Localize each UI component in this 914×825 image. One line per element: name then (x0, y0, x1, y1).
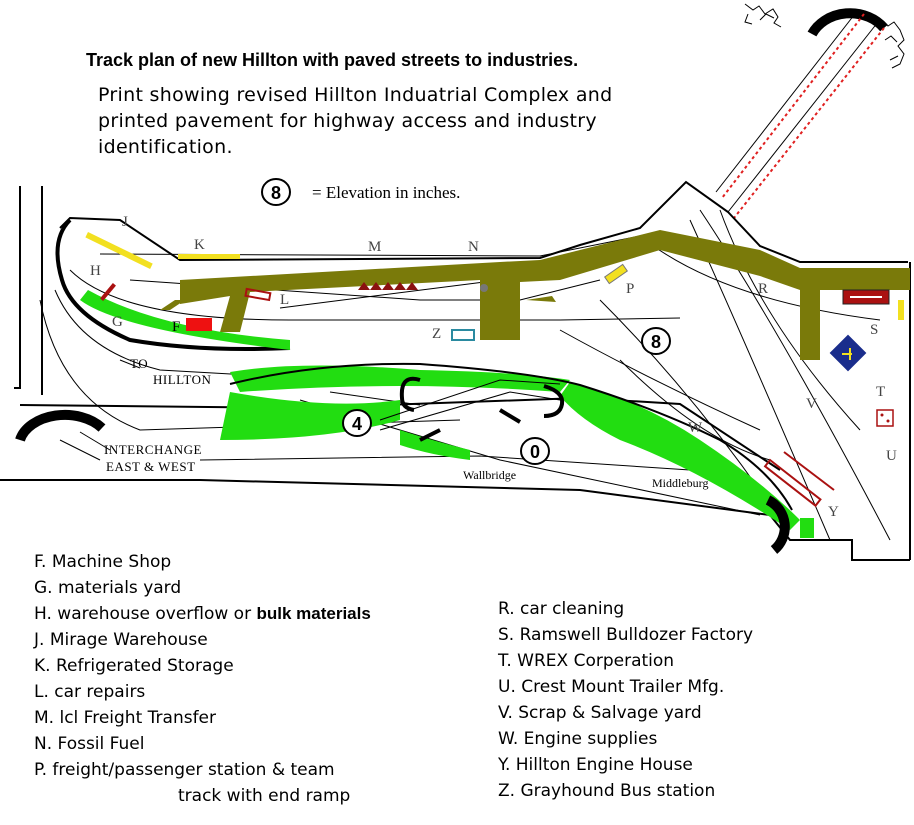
legend-right: R. car cleaning S. Ramswell Bulldozer Fa… (498, 596, 753, 804)
label-v: V (806, 396, 817, 412)
legend-item-l: L. car repairs (34, 682, 146, 702)
legend-item-f: F. Machine Shop (34, 552, 172, 572)
elevation-markers (261, 178, 671, 465)
label-h: H (90, 263, 101, 279)
label-l: L (280, 292, 290, 308)
label-z: Z (432, 326, 442, 342)
building-k (178, 254, 240, 259)
legend-item-k: K. Refrigerated Storage (34, 656, 234, 676)
legend-item-n: N. Fossil Fuel (34, 734, 145, 754)
hill-profile (59, 180, 908, 263)
middleburg-label: Middleburg (652, 476, 709, 490)
tunnel-portal-top (807, 8, 888, 37)
legend-item-u: U. Crest Mount Trailer Mfg. (498, 677, 725, 697)
tree-cluster-top-right (744, 3, 905, 69)
page-title: Track plan of new Hillton with paved str… (86, 50, 579, 70)
building-p-ramp (526, 296, 556, 302)
interchange-line1: INTERCHANGE (104, 442, 202, 457)
label-y: Y (828, 504, 839, 520)
building-r-edge (898, 300, 904, 320)
tunnel-portal-right (765, 495, 790, 554)
label-p: P (626, 281, 635, 297)
label-w: W (688, 420, 703, 436)
page-subtitle: Print showing revised Hillton Induatrial… (98, 84, 613, 158)
label-f: F (172, 319, 181, 335)
elevation-legend: = Elevation in inches. (312, 183, 461, 202)
building-n (480, 284, 488, 292)
interchange-line2: EAST & WEST (106, 459, 196, 474)
paved-streets (160, 230, 910, 360)
building-m (358, 282, 418, 290)
wallbridge-label: Wallbridge (463, 468, 517, 482)
building-j (85, 232, 153, 269)
elevation-0: 0 (530, 442, 540, 462)
building-h (100, 283, 116, 301)
building-z (451, 329, 475, 341)
label-u: U (886, 448, 897, 464)
legend-item-j: J. Mirage Warehouse (34, 630, 208, 650)
to-hillton-line1: TO (130, 356, 149, 371)
label-s: S (870, 322, 879, 338)
interchange-track (59, 431, 111, 461)
label-j: J (122, 214, 128, 230)
legend-item-z: Z. Grayhound Bus station (498, 781, 716, 801)
label-r: R (758, 281, 769, 297)
label-t: T (876, 384, 886, 400)
legend-item-s: S. Ramswell Bulldozer Factory (498, 625, 754, 645)
elevation-8: 8 (651, 332, 661, 352)
label-k: K (194, 237, 205, 253)
building-y (763, 451, 835, 508)
label-n: N (468, 239, 479, 255)
shore-outline (55, 218, 291, 351)
legend-item-h: H. warehouse overflow or bulk materials (34, 604, 371, 624)
elevation-symbol: 8 (271, 183, 281, 203)
legend-item-g: G. materials yard (34, 578, 182, 598)
building-f (186, 318, 212, 331)
central-hill-outline (229, 362, 793, 511)
to-hillton-line2: HILLTON (153, 372, 212, 387)
reversing-loop (399, 376, 565, 442)
loop-track (379, 379, 561, 431)
legend-item-t: T. WREX Corperation (498, 651, 675, 671)
label-m: M (368, 239, 382, 255)
building-l (244, 287, 272, 302)
industry-buildings (85, 232, 904, 508)
legend-item-w: W. Engine supplies (498, 729, 658, 749)
building-t (876, 409, 894, 427)
legend-item-v: V. Scrap & Salvage yard (498, 703, 702, 723)
building-p (603, 263, 629, 285)
legend-item-p: P. freight/passenger station & team (34, 760, 335, 780)
label-g: G (112, 314, 123, 330)
tunnel-portal-left (15, 409, 106, 442)
legend-item-y: Y. Hillton Engine House (498, 755, 693, 775)
elevation-4: 4 (352, 414, 362, 434)
legend-item-p-cont: track with end ramp (178, 786, 351, 806)
legend-item-r: R. car cleaning (498, 599, 625, 619)
legend-left: F. Machine Shop G. materials yard H. war… (34, 549, 371, 809)
legend-item-m: M. lcl Freight Transfer (34, 708, 217, 728)
mainline-ramp (715, 9, 885, 219)
